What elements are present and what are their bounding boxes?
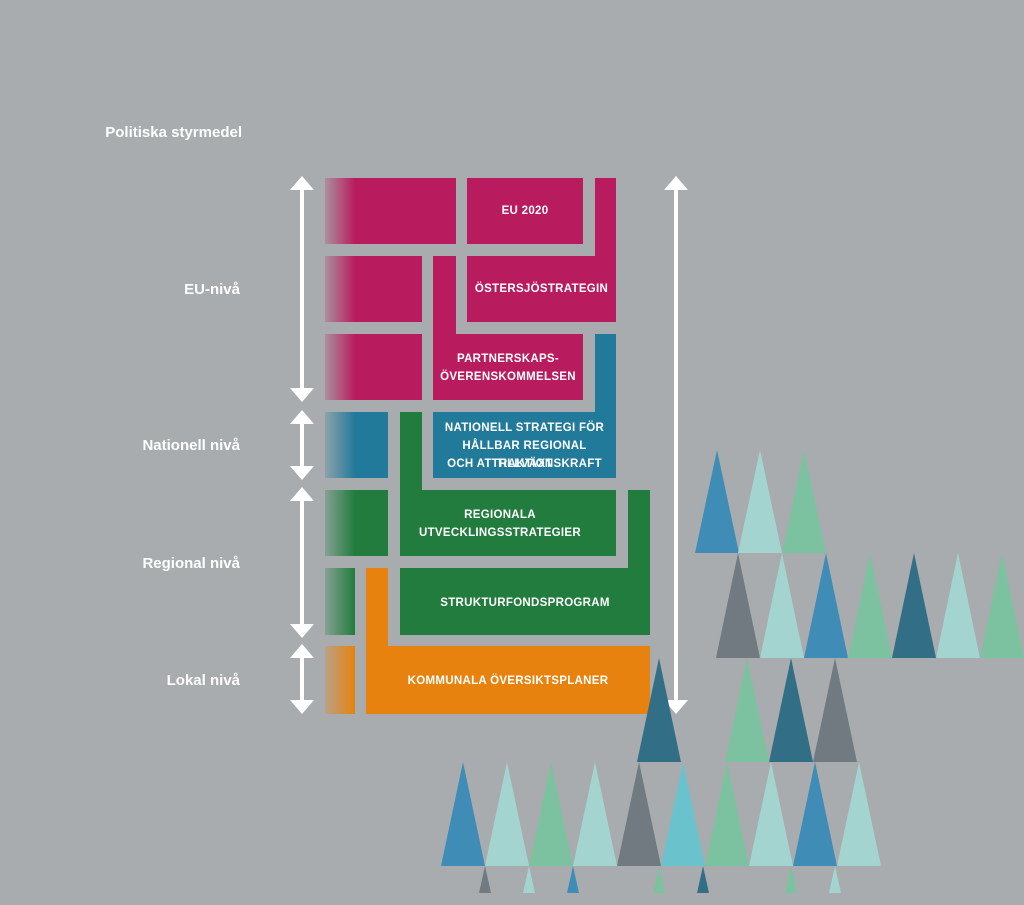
- tree-triangle: [485, 762, 529, 866]
- tree-triangle: [705, 762, 749, 866]
- national-block-right-column: [595, 334, 616, 414]
- nationell-strategi-block: [433, 412, 616, 478]
- tree-triangle: [760, 553, 804, 658]
- tree-triangle: [738, 450, 782, 553]
- arrow-local: [290, 644, 314, 714]
- tree-triangle: [617, 762, 661, 866]
- eu-block-low-left: [325, 334, 422, 400]
- tree-triangle: [695, 450, 739, 553]
- partnerskap-label-line2: ÖVERENSKOMMELSEN: [440, 371, 576, 383]
- nationell-label-line1: NATIONELL STRATEGI FÖR: [444, 422, 605, 434]
- kommunala-label: KOMMUNALA ÖVERSIKTSPLANER: [407, 675, 609, 687]
- tree-triangle: [661, 762, 705, 866]
- regional-block-left-b: [355, 490, 388, 556]
- tree-triangle: [637, 658, 681, 762]
- nationell-label-line2: HÅLLBAR REGIONAL TILLVÄXT: [462, 440, 587, 470]
- tree-triangle: [782, 450, 826, 553]
- tree-triangle: [573, 762, 617, 866]
- national-block-left: [325, 412, 388, 478]
- tree-triangle: [813, 658, 857, 762]
- ostersjo-block: [467, 256, 616, 322]
- partnerskap-block-stem: [433, 256, 456, 336]
- arrow-eu: [290, 176, 314, 402]
- tree-triangle: [716, 553, 760, 658]
- partnerskap-label-line1: PARTNERSKAPS-: [456, 353, 560, 365]
- tree-triangle: [479, 866, 491, 893]
- level-label-local: Lokal nivå: [166, 672, 240, 689]
- tree-triangle: [697, 866, 709, 893]
- regionala-utvecklingsstrategier-block: [400, 490, 616, 556]
- eu2020-label: EU 2020: [501, 205, 549, 217]
- regionala-label-line1: REGIONALA: [464, 509, 536, 521]
- tree-triangle: [769, 658, 813, 762]
- kommunala-oversiktsplaner-block: [366, 646, 650, 714]
- local-block-stem: [366, 568, 388, 648]
- regional-block-left-a: [325, 490, 355, 556]
- tree-triangle: [725, 658, 769, 762]
- tree-triangle: [980, 553, 1024, 658]
- tree-triangle: [523, 866, 535, 893]
- partnerskap-block: [433, 334, 583, 400]
- level-label-regional: Regional nivå: [142, 555, 240, 572]
- tree-triangle: [749, 762, 793, 866]
- tree-triangle: [793, 762, 837, 866]
- level-label-national: Nationell nivå: [142, 437, 240, 454]
- tree-triangle: [936, 553, 980, 658]
- tree-triangle: [804, 553, 848, 658]
- strukturfondsprogram-block: [400, 568, 650, 635]
- regional-block-right-column: [628, 490, 650, 570]
- arrow-national: [290, 410, 314, 480]
- tree-triangle: [529, 762, 573, 866]
- regional-block-left-c: [325, 568, 355, 635]
- strukturfond-label: STRUKTURFONDSPROGRAM: [440, 597, 610, 609]
- ostersjo-label: ÖSTERSJÖSTRATEGIN: [474, 283, 609, 295]
- level-label-eu: EU-nivå: [184, 281, 240, 298]
- tree-triangle: [848, 553, 892, 658]
- nationell-label-line3: OCH ATTRAKTIONSKRAFT: [447, 458, 602, 470]
- tree-triangle: [829, 866, 841, 893]
- local-block-left: [325, 646, 355, 714]
- tree-triangle: [892, 553, 936, 658]
- tree-triangle: [785, 866, 797, 893]
- title-politiska-styrmedel: Politiska styrmedel: [105, 124, 242, 141]
- tree-triangle: [837, 762, 881, 866]
- arrow-overall: [664, 176, 688, 714]
- regional-block-stem: [400, 412, 422, 492]
- tree-triangle: [441, 762, 485, 866]
- eu-block-top-left: [325, 178, 456, 244]
- arrow-regional: [290, 487, 314, 638]
- eu2020-block: [467, 178, 583, 244]
- regionala-label-line2: UTVECKLINGSSTRATEGIER: [419, 527, 581, 539]
- tree-triangle: [567, 866, 579, 893]
- eu-block-mid-left: [325, 256, 422, 322]
- tree-triangle: [653, 866, 665, 893]
